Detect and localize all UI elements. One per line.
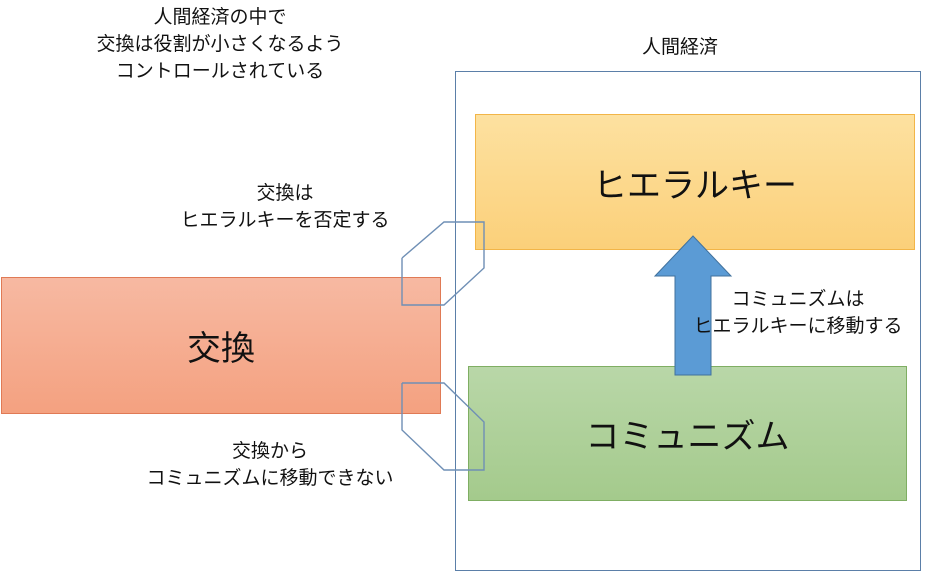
zigzag-to-communism-icon bbox=[401, 382, 485, 471]
top-caption: 人間経済の中で 交換は役割が小さくなるよう コントロールされている bbox=[20, 4, 420, 85]
cannot-move-caption: 交換から コミュニズムに移動できない bbox=[90, 438, 450, 492]
zigzag-to-hierarchy-icon bbox=[401, 221, 485, 306]
top-caption-line-1: 人間経済の中で bbox=[153, 6, 287, 28]
up-arrow-icon bbox=[653, 235, 733, 376]
move-caption-line-1: コミュニズムは bbox=[731, 288, 865, 310]
deny-caption-line-1: 交換は bbox=[256, 182, 314, 204]
communism-box-label: コミュニズム bbox=[585, 417, 790, 457]
frame-label: 人間経済 bbox=[641, 36, 718, 58]
cannot-move-caption-line-2: コミュニズムに移動できない bbox=[146, 467, 394, 489]
exchange-box-label: 交換 bbox=[187, 329, 255, 369]
move-caption-line-2: ヒエラルキーに移動する bbox=[693, 315, 903, 337]
top-caption-line-3: コントロールされている bbox=[115, 60, 325, 82]
deny-caption: 交換は ヒエラルキーを否定する bbox=[130, 180, 440, 234]
deny-caption-line-2: ヒエラルキーを否定する bbox=[180, 209, 390, 231]
communism-box: コミュニズム bbox=[468, 366, 907, 501]
exchange-box: 交換 bbox=[1, 277, 441, 414]
top-caption-line-2: 交換は役割が小さくなるよう bbox=[96, 33, 344, 55]
move-caption: コミュニズムは ヒエラルキーに移動する bbox=[655, 286, 941, 340]
hierarchy-box: ヒエラルキー bbox=[475, 114, 915, 250]
human-economy-frame bbox=[455, 71, 921, 571]
cannot-move-caption-line-1: 交換から bbox=[231, 440, 308, 462]
hierarchy-box-label: ヒエラルキー bbox=[593, 165, 797, 206]
